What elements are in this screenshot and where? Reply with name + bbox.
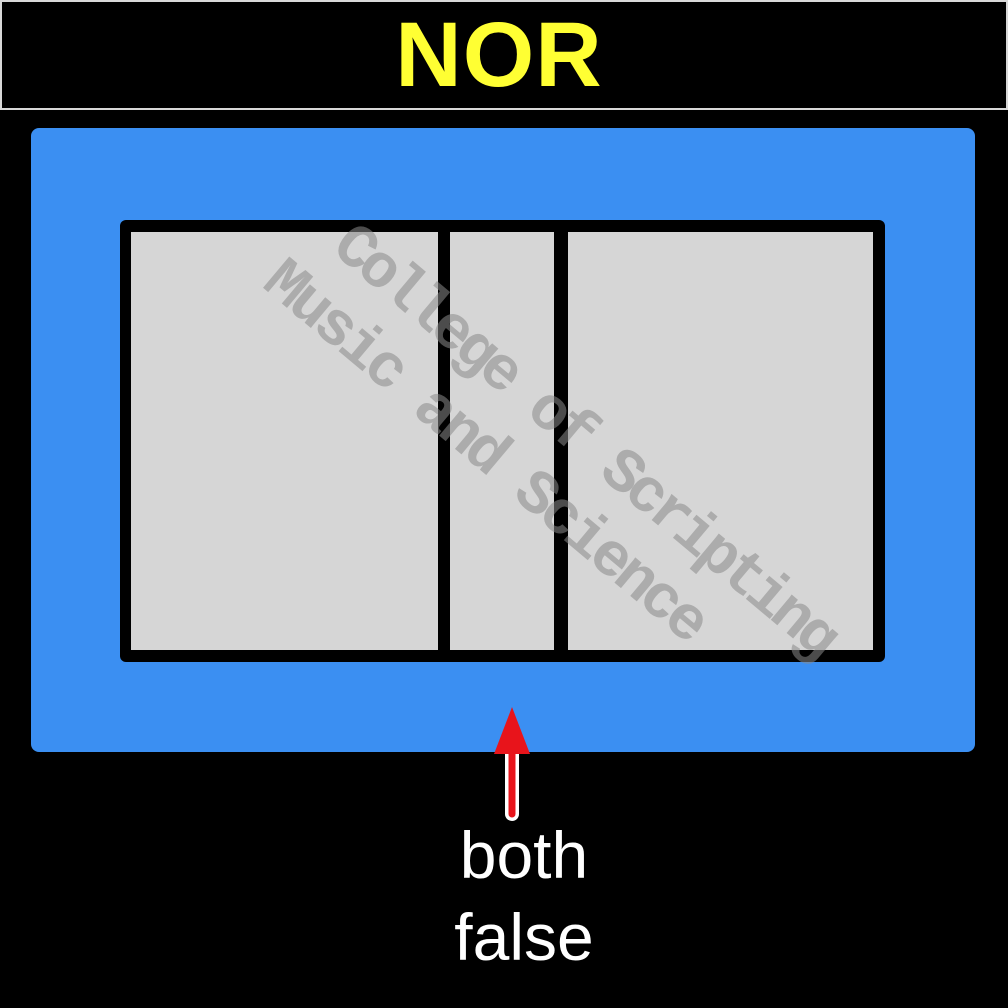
region-middle <box>450 232 554 650</box>
arrow-icon <box>494 707 530 821</box>
region-right <box>568 232 873 650</box>
slide-title: NOR <box>395 4 603 106</box>
title-bar: NOR <box>0 0 1008 110</box>
region-left <box>131 232 438 650</box>
caption-line-2: false <box>454 900 594 974</box>
caption-line-1: both <box>459 818 589 892</box>
